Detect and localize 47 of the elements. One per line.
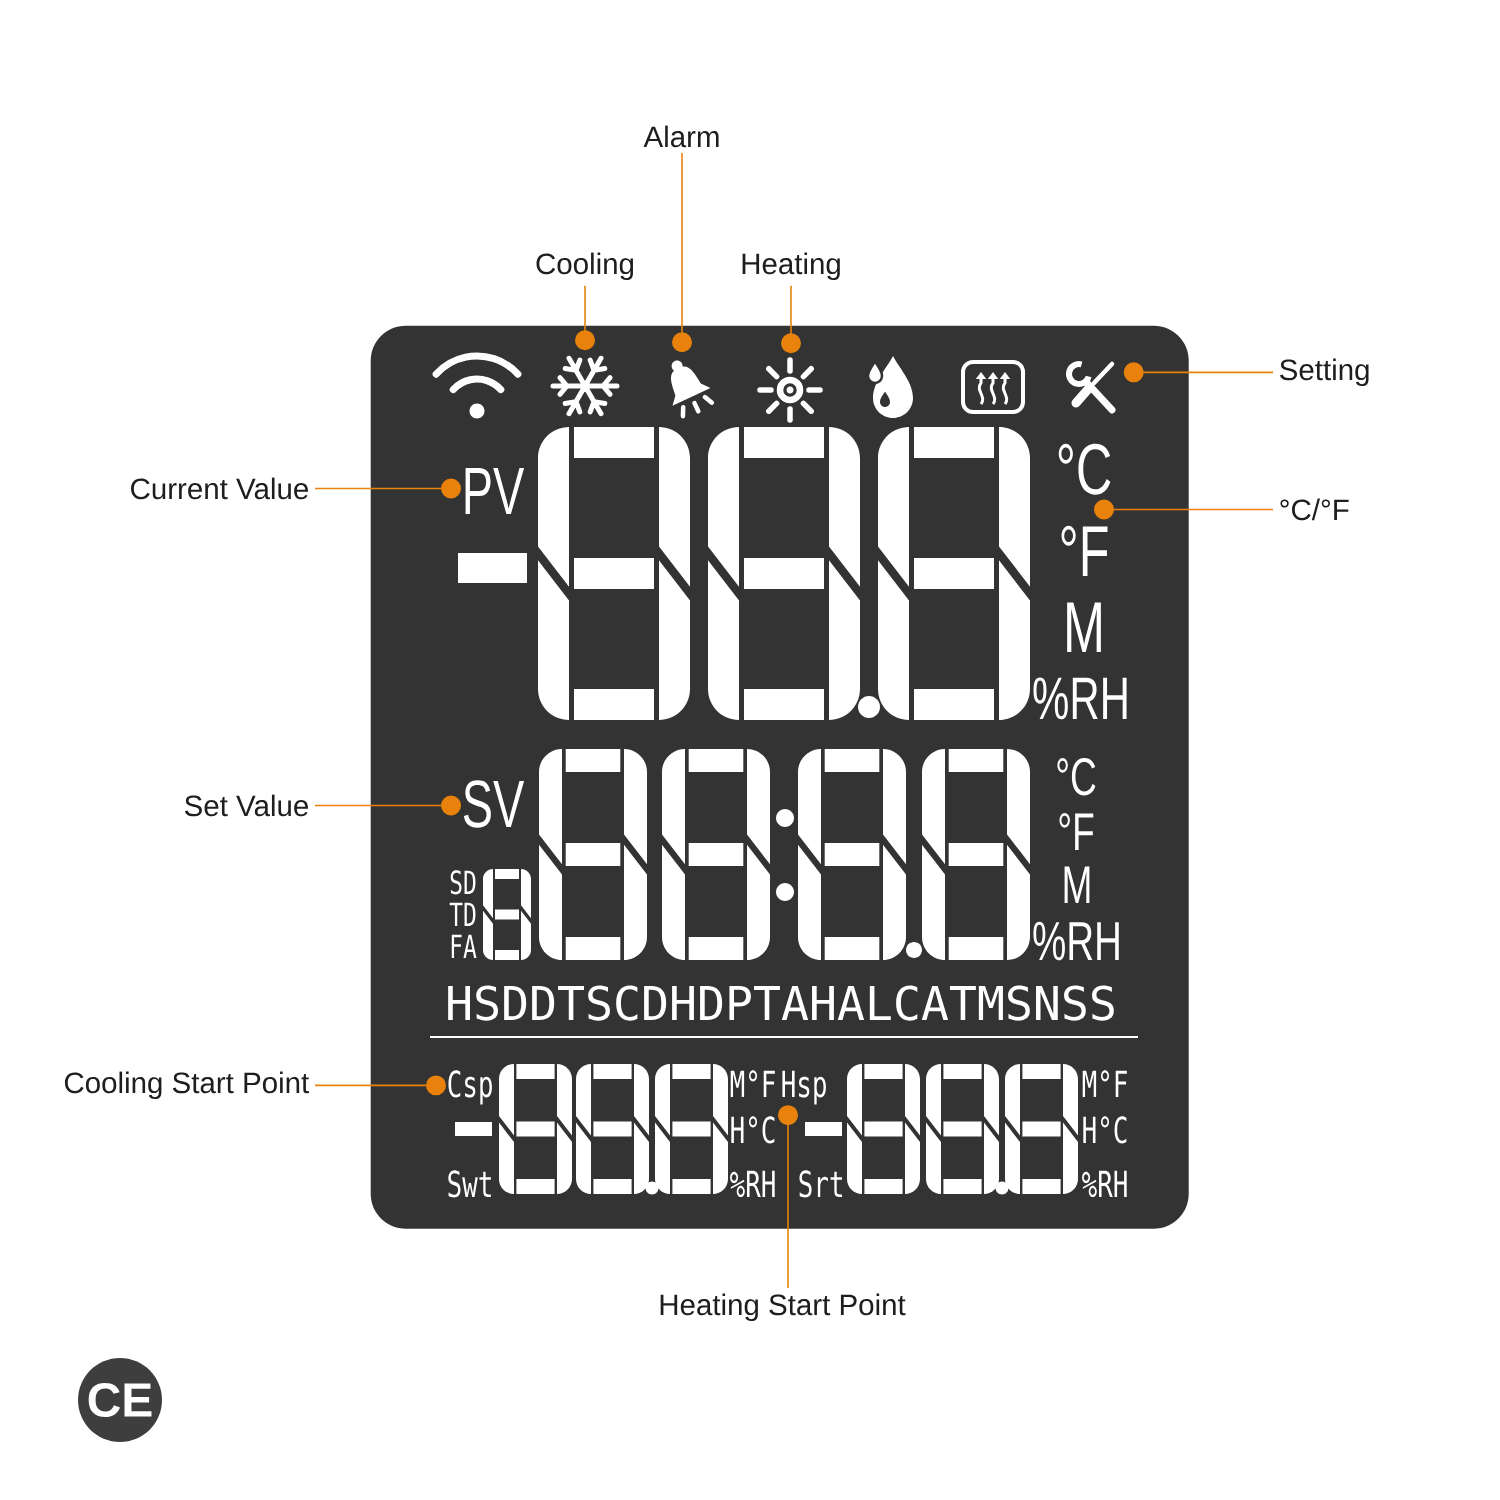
indicator-label: M: [1067, 602, 1101, 652]
leader-line: [314, 478, 462, 499]
indicator-label: PV: [465, 467, 525, 514]
leader-line: [1094, 499, 1274, 520]
callout-label: °C/°F: [1280, 498, 1349, 521]
snowflake-icon: [550, 355, 620, 417]
leader-line: [575, 285, 595, 351]
leader-line: [314, 795, 462, 816]
indicator-label: °F: [1059, 812, 1094, 850]
indicator-label: °F: [1061, 525, 1108, 576]
indicator-label: H°C: [731, 1116, 775, 1144]
callout-label: Heating: [742, 252, 840, 281]
indicator-label: Hsp: [782, 1070, 826, 1105]
indicator-label: H°C: [1083, 1116, 1127, 1144]
callout-label: Heating Start Point: [660, 1293, 906, 1322]
leader-line: [1123, 362, 1274, 383]
callout-label: Alarm: [643, 125, 719, 148]
indicator-label: SD: [450, 870, 476, 895]
indicator-label: %RH: [1033, 677, 1127, 720]
indicator-label: %RH: [1082, 1170, 1127, 1197]
indicator-label: HSDDTSCDHDPTAHALCATMSNSS: [448, 985, 1114, 1021]
indicator-label: M°F: [730, 1070, 775, 1097]
callout-label: Cooling Start Point: [64, 1071, 310, 1100]
callout-label: Set Value: [184, 794, 308, 817]
indicator-label: TD: [449, 902, 476, 926]
indicator-label: %RH: [1033, 921, 1119, 961]
indicator-label: Csp: [448, 1070, 492, 1105]
leader-line: [778, 1105, 798, 1289]
wrench-icon: [1066, 361, 1116, 414]
indicator-label: M°F: [1082, 1070, 1127, 1097]
bell-icon: [671, 360, 715, 419]
indicator-label: M: [1064, 866, 1090, 903]
indicator-label: °C: [1058, 443, 1111, 495]
callout-label: Cooling: [536, 252, 634, 281]
indicator-label: Swt: [448, 1170, 491, 1198]
indicator-label: °C: [1057, 757, 1096, 796]
leader-line: [781, 285, 801, 354]
indicator-label: Srt: [799, 1170, 842, 1198]
leader-line: [314, 1075, 446, 1096]
indicator-label: %RH: [730, 1170, 775, 1197]
leader-line: [672, 152, 692, 353]
indicator-label: SV: [463, 780, 525, 828]
callout-label: Setting: [1280, 358, 1369, 387]
sun-icon: [757, 357, 823, 423]
ce-mark: CE: [78, 1358, 162, 1442]
callout-label: Current Value: [131, 477, 308, 500]
indicator-label: FA: [451, 934, 477, 958]
